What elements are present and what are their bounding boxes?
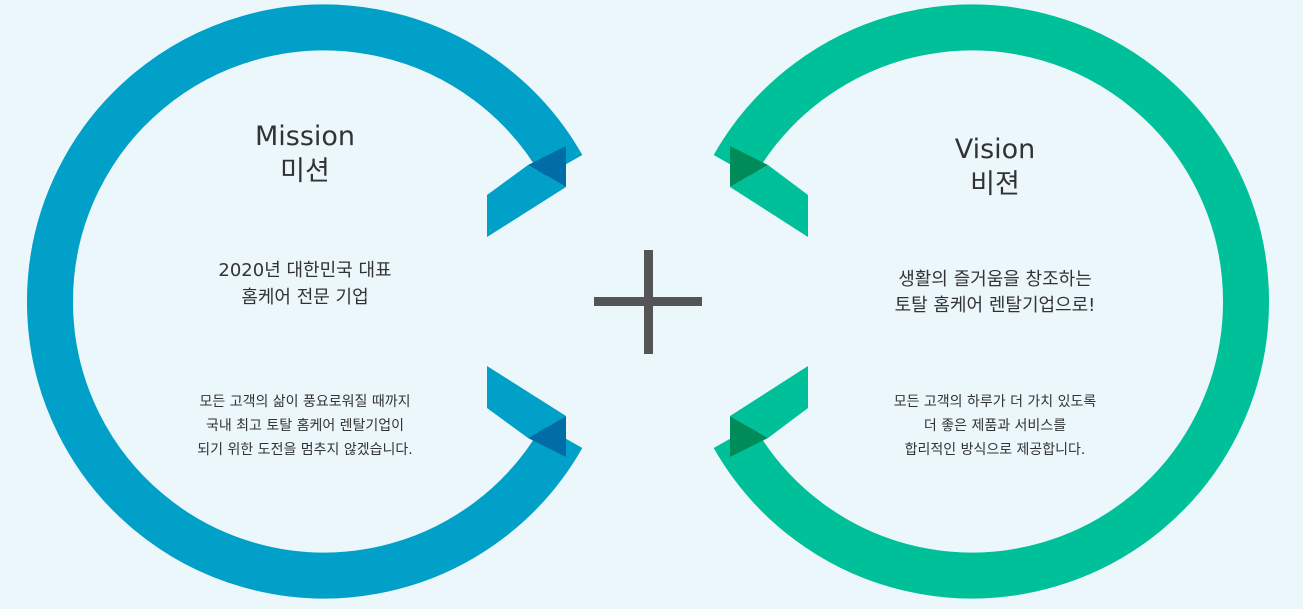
mission-description-line-3: 되기 위한 도전을 멈추지 않겠습니다. — [197, 442, 413, 458]
vision-ring — [713, 4, 1269, 599]
vision-description-line-3: 합리적인 방식으로 제공합니다. — [904, 442, 1086, 458]
mission-title-en: Mission — [254, 121, 356, 152]
vision-ring-bottom-fold — [730, 366, 808, 438]
mission-description-line-1: 모든 고객의 삶이 풍요로워질 때까지 — [199, 394, 411, 410]
mission-ring-bottom-fold-shadow — [528, 416, 566, 457]
vision-description-line-1: 모든 고객의 하루가 더 가치 있도록 — [893, 394, 1097, 410]
vision-headline-line-1: 생활의 즐거움을 창조하는 — [898, 269, 1092, 290]
vision-headline-line-2: 토탈 홈케어 렌탈기업으로! — [894, 295, 1096, 316]
vision-title-en: Vision — [954, 134, 1036, 165]
mission-headline-line-1: 2020년 대한민국 대표 — [218, 260, 392, 281]
plus-icon — [594, 250, 702, 354]
vision-ring-bottom-fold-shadow — [730, 416, 768, 457]
mission-title-ko: 미션 — [280, 156, 330, 187]
mission-headline-line-2: 홈케어 전문 기업 — [241, 287, 369, 308]
mission-ring — [27, 4, 583, 599]
vision-title-ko: 비젼 — [970, 169, 1020, 200]
mission-description-line-2: 국내 최고 토탈 홈케어 렌탈기업이 — [205, 418, 405, 434]
mission-ring-top-fold — [487, 165, 566, 237]
mission-ring-top-fold-shadow — [528, 146, 566, 187]
mission-ring-bottom-fold — [487, 366, 566, 438]
vision-ring-top-fold — [730, 165, 808, 237]
vision-description-line-2: 더 좋은 제품과 서비스를 — [923, 418, 1067, 434]
vision-ring-top-fold-shadow — [730, 146, 768, 187]
